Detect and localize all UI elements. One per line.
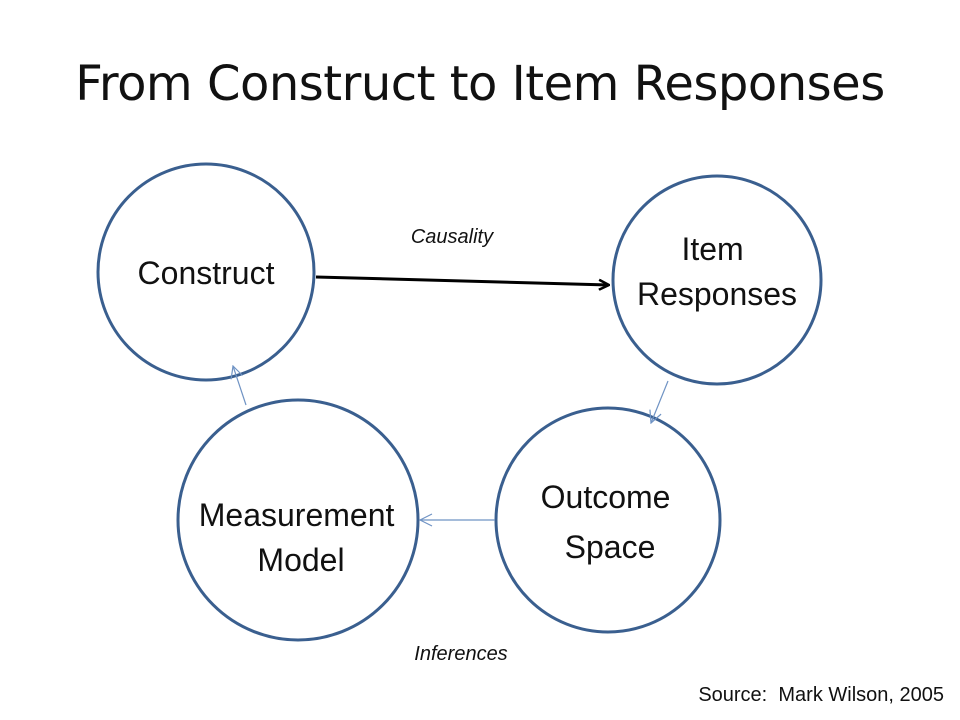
svg-text:Measurement Model: Measurement Model: [199, 497, 404, 578]
outcome-space-label-line-1: Outcome: [541, 479, 671, 515]
node-measurement-model: Measurement Model: [176, 398, 420, 642]
source-note: Source: Mark Wilson, 2005: [698, 684, 944, 707]
svg-text:Item Responses: Item Responses: [637, 231, 797, 312]
svg-text:Outcome Space: Outcome Space: [541, 479, 680, 565]
model-to-construct-arrow: [233, 366, 247, 406]
source-author: Mark Wilson, 2005: [778, 684, 944, 706]
node-item-responses: Item Responses: [611, 174, 823, 386]
construct-label: Construct: [138, 255, 275, 291]
measurement-model-label-line-2: Model: [257, 542, 344, 578]
item-responses-label-line-2: Responses: [637, 276, 797, 312]
source-label: Source:: [698, 684, 768, 706]
slide-title: From Construct to Item Responses: [75, 56, 885, 112]
measurement-model-label-line-1: Measurement: [199, 497, 395, 533]
inferences-label: Inferences: [414, 643, 507, 665]
svg-text:Construct: Construct: [138, 255, 275, 291]
measurement-model-circle: [176, 398, 420, 642]
item-responses-label-line-1: Item: [681, 231, 743, 267]
node-outcome-space: Outcome Space: [494, 406, 722, 634]
outcome-space-circle: [494, 406, 722, 634]
causality-label: Causality: [411, 226, 494, 248]
node-construct: Construct: [96, 162, 316, 382]
outcome-space-label-line-2: Space: [565, 529, 656, 565]
item-to-outcome-arrow: [651, 380, 669, 423]
item-responses-circle: [611, 174, 823, 386]
construct-circle: [96, 162, 316, 382]
causality-arrow: [315, 275, 609, 285]
